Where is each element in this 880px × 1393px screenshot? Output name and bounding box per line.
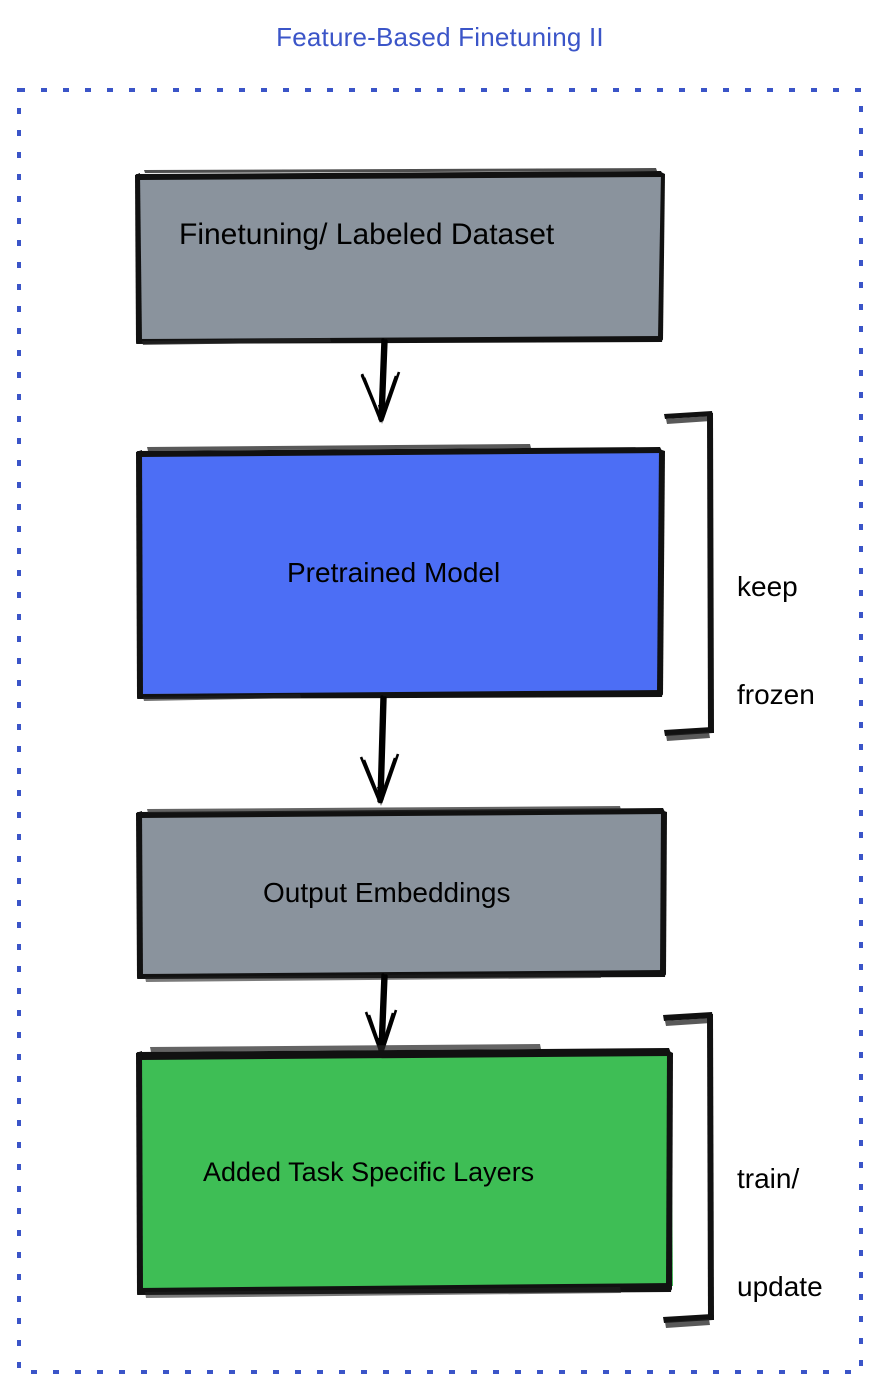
node-embeddings[interactable] xyxy=(136,806,667,982)
bracket-train-update-line1: train/ xyxy=(737,1163,800,1194)
bracket-keep-frozen-label: keep frozen xyxy=(737,497,815,785)
bracket-keep-frozen-line1: keep xyxy=(737,571,798,602)
bracket-train-update xyxy=(663,1012,714,1328)
node-dataset-label: Finetuning/ Labeled Dataset xyxy=(179,218,555,251)
bracket-keep-frozen-line2: frozen xyxy=(737,679,815,710)
page-title: Feature-Based Finetuning II xyxy=(276,22,604,52)
bracket-train-update-line2: update xyxy=(737,1271,823,1302)
node-layers-label: Added Task Specific Layers xyxy=(203,1157,535,1187)
node-layers[interactable] xyxy=(136,1044,673,1298)
bracket-keep-frozen xyxy=(664,411,714,741)
node-embeddings-label: Output Embeddings xyxy=(263,877,511,908)
edge-embeddings-to-layers xyxy=(364,973,398,1056)
edge-dataset-to-pretrained xyxy=(360,338,401,424)
node-dataset[interactable] xyxy=(135,168,665,345)
edge-pretrained-to-embeddings xyxy=(359,695,400,806)
dashed-container-border xyxy=(17,88,863,1374)
bracket-train-update-label: train/ update xyxy=(737,1089,823,1377)
node-pretrained[interactable] xyxy=(136,444,665,701)
node-pretrained-label: Pretrained Model xyxy=(287,557,501,588)
